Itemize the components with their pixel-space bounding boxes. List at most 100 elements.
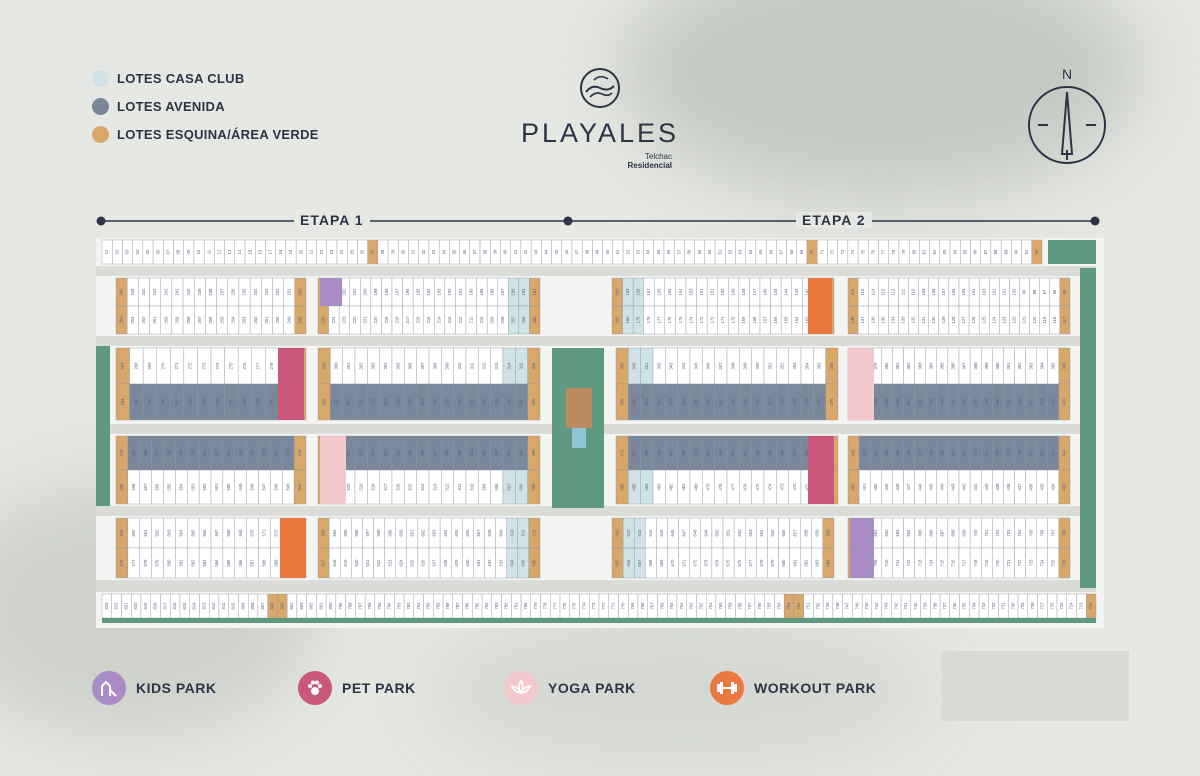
lot-number: 630 (465, 559, 470, 567)
lot-number: 390 (995, 362, 1000, 370)
lot-number: 251 (264, 316, 269, 324)
lot-number: 557 (143, 483, 148, 491)
amenity-kids-park: KIDS PARK (92, 670, 216, 706)
lot-number: 275 (228, 362, 233, 370)
lot-number: 695 (917, 529, 922, 537)
lot-number: 314 (506, 362, 511, 370)
lot-number: 504 (346, 449, 351, 457)
lot-number: 414 (1050, 398, 1055, 406)
lot-number: 245 (130, 288, 135, 296)
lot-number: 119 (1042, 316, 1047, 323)
lot-number: 14 (237, 249, 242, 254)
lot-number: 236 (230, 288, 235, 296)
lot-number: 587 (250, 559, 255, 567)
lot-number: 813 (201, 602, 206, 610)
lot-number: 261 (152, 316, 157, 324)
lot-number: 565 (190, 529, 195, 537)
lot-number: 711 (895, 559, 900, 566)
lot-number: 452 (851, 483, 856, 491)
lot-number: 511 (457, 483, 462, 490)
lot-number: 336 (531, 398, 536, 406)
lot-number: 493 (482, 449, 487, 457)
lot-number: 770 (620, 602, 625, 610)
lot-number: 153 (688, 288, 693, 296)
lot-number: 519 (358, 483, 363, 491)
lot-number: 31 (411, 249, 416, 254)
lot-number: 675 (726, 559, 731, 567)
lot-number: 23 (329, 249, 334, 254)
lot-number: 628 (443, 559, 448, 567)
lot-number: 39 (492, 249, 497, 254)
lot-number: 632 (487, 559, 492, 567)
lot-number: 774 (581, 602, 586, 610)
lot (527, 469, 541, 505)
lot-number: 403 (928, 398, 933, 406)
lot-number: 822 (114, 602, 119, 610)
lot-number: 434 (1050, 483, 1055, 491)
lot-number: 40 (503, 249, 508, 254)
lot-number: 550 (226, 483, 231, 491)
lot-number: 707 (1050, 529, 1055, 537)
lot-number: 272 (188, 362, 193, 370)
lot-number: 166 (773, 316, 778, 324)
lot-number: 35 (452, 249, 457, 254)
lot-number: 20 (298, 249, 303, 254)
lot-number: 174 (688, 316, 693, 324)
street (96, 506, 1096, 516)
lot-number: 491 (506, 449, 511, 457)
lot-number: 22 (319, 249, 324, 254)
lot-number: 88 (993, 249, 998, 254)
lot-number: 677 (748, 559, 753, 567)
lot-number: 133 (901, 316, 906, 324)
lot-number: 72 (830, 249, 835, 254)
lot-number: 699 (962, 529, 967, 537)
lot-number: 92 (1034, 249, 1039, 254)
lot-number: 484 (644, 483, 649, 491)
lot-number: 432 (862, 449, 867, 457)
lot (1058, 383, 1071, 421)
lot-number: 95 (1062, 289, 1067, 294)
lot-number: 269 (147, 362, 152, 370)
lot-number: 137 (860, 316, 865, 324)
lot-number: 762 (698, 602, 703, 610)
lot-number: 724 (1069, 602, 1074, 610)
lot-number: 802 (309, 602, 314, 610)
lot-number: 79 (901, 249, 906, 254)
lot-number: 477 (730, 483, 735, 491)
lot-number: 352 (780, 362, 785, 370)
lot-number: 547 (262, 483, 267, 491)
lot-number: 273 (201, 362, 206, 370)
lot-number: 21 (309, 249, 314, 254)
lot-number: 73 (840, 249, 845, 254)
lot-number: 642 (626, 529, 631, 537)
lot-number: 766 (659, 602, 664, 610)
lot-number: 189 (479, 288, 484, 296)
lot-number: 694 (906, 529, 911, 537)
amenity-label: WORKOUT PARK (754, 680, 877, 696)
lot-number: 757 (747, 602, 752, 610)
lot-number: 231 (286, 288, 291, 296)
lot-number: 746 (854, 602, 859, 610)
lot-number: 719 (984, 559, 989, 567)
lot-number: 27 (370, 249, 375, 254)
pool (572, 428, 586, 448)
lot-number: 414 (1062, 449, 1067, 457)
lot-number: 674 (715, 559, 720, 567)
amenity-pet-park: PET PARK (298, 670, 416, 706)
lot-number: 696 (928, 529, 933, 537)
lot-number: 178 (646, 316, 651, 324)
lot-number: 138 (850, 316, 855, 324)
lot-number: 330 (457, 398, 462, 406)
lot-number: 327 (420, 398, 425, 406)
lot-number: 263 (130, 316, 135, 324)
lot-number: 594 (332, 529, 337, 537)
lot-number: 433 (851, 449, 856, 457)
lot-number: 775 (572, 602, 577, 610)
lot-number: 507 (506, 483, 511, 491)
lot-number: 676 (737, 559, 742, 567)
lot-number: 293 (256, 398, 261, 406)
lot-number: 621 (365, 559, 370, 567)
lot-number: 713 (917, 559, 922, 567)
lot-number: 177 (657, 316, 662, 324)
lot (293, 469, 307, 505)
